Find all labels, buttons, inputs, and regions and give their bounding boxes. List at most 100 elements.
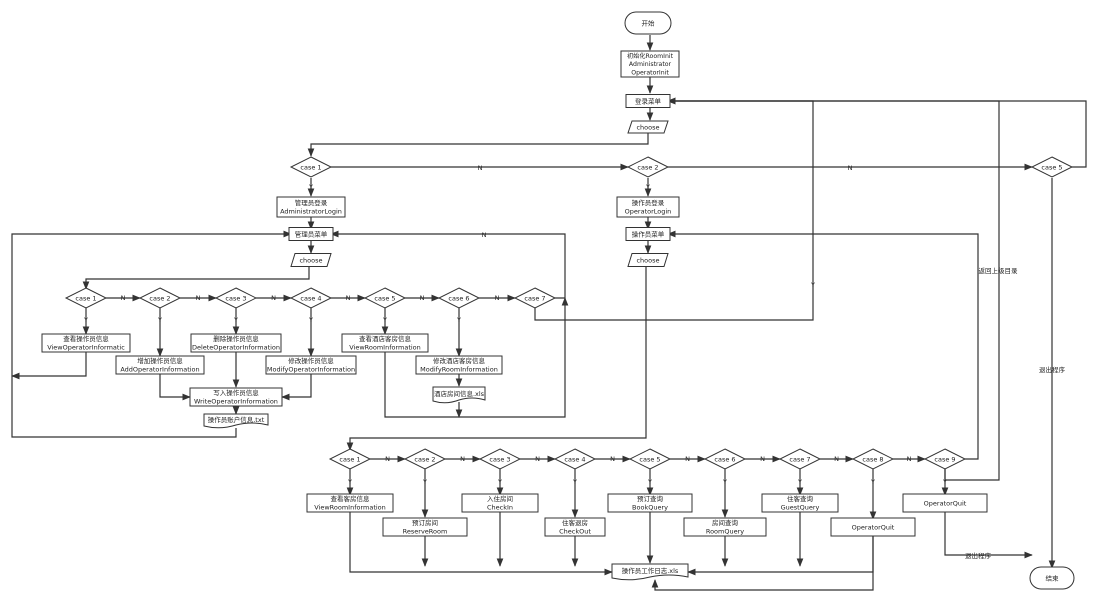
account-file-node-label: 操作员账户信息.txt (208, 415, 265, 424)
main-case1-label: case 1 (300, 163, 321, 171)
room-file-node-document (432, 386, 486, 404)
guest-query-node-box (761, 493, 839, 513)
choose-operator-node-io (627, 253, 669, 267)
start-node-label: 开始 (642, 18, 656, 27)
op-case3-label: case 3 (489, 455, 510, 463)
edge-viewop-back (11, 352, 87, 380)
operator-menu-node-box (625, 227, 671, 241)
start-node-box (624, 11, 672, 35)
admin-menu-node-box (288, 227, 334, 241)
edge-viewroom-back (384, 297, 569, 418)
label-admin-no-3: N (271, 294, 276, 302)
label-op-no-4: N (610, 455, 615, 463)
admin-login-node-box (276, 196, 346, 218)
label-admin-yes-6: Y (456, 316, 461, 324)
admin-case6-label: case 6 (448, 294, 469, 302)
op-case2-diamond (403, 448, 447, 470)
label-admin-no-5: N (420, 294, 425, 302)
label-op-no-5: N (685, 455, 690, 463)
admin-case5-label: case 5 (374, 294, 395, 302)
admin-case4-diamond (289, 287, 333, 309)
reserve-room-node-box (382, 517, 468, 537)
op-case6-diamond (703, 448, 747, 470)
label-op-no-1: N (385, 455, 390, 463)
view-room-op-node-box (306, 493, 394, 513)
label-main-yes-2: Y (645, 183, 650, 191)
admin-case3-label: case 3 (225, 294, 246, 302)
operator-quit-9-node-box (902, 493, 988, 513)
label-op-yes-6: Y (722, 478, 727, 486)
label-admin-no-4: N (346, 294, 351, 302)
modify-room-node-box (415, 355, 503, 375)
account-file-node-document (203, 413, 269, 429)
check-out-node-box (544, 517, 606, 537)
admin-case1-label: case 1 (75, 294, 96, 302)
label-op-yes-4: Y (572, 478, 577, 486)
edge-quit8-log (651, 536, 874, 591)
admin-menu-node-label: 管理员菜单 (295, 229, 328, 238)
end-node-label: 结束 (1046, 573, 1060, 582)
edge-viewroom-log (349, 512, 613, 576)
view-room-admin-node-box (341, 333, 429, 353)
edge-admin-case7-back (330, 230, 566, 299)
choose-main-node-io (627, 120, 669, 134)
label-op-no-6: N (760, 455, 765, 463)
admin-case2-label: case 2 (149, 294, 170, 302)
log-file-node-label: 操作员工作日志.xls (622, 566, 679, 575)
label-admin-no-1: N (121, 294, 126, 302)
operator-quit-9-node-label: OperatorQuit (924, 499, 967, 507)
choose-admin-node-label: choose (299, 256, 322, 264)
label-op-no-8: N (907, 455, 912, 463)
admin-case5-diamond (363, 287, 407, 309)
operator-menu-node-label: 操作员菜单 (632, 229, 665, 238)
main-case1-diamond (289, 156, 333, 178)
operator-quit-8-node-label: OperatorQuit (852, 523, 895, 531)
delete-operator-node-box (190, 333, 282, 353)
label-main-yes-1: Y (308, 183, 313, 191)
edge-admin-choose-case1 (82, 267, 310, 290)
admin-case4-label: case 4 (300, 294, 321, 302)
label-admin-yes-2: Y (157, 316, 162, 324)
edge-file-adminmenu (11, 230, 292, 438)
login-menu-node-label: 登录菜单 (635, 96, 662, 105)
room-query-node-box (683, 517, 767, 537)
login-menu-node-box (625, 94, 671, 108)
label-op-yes-8: Y (870, 478, 875, 486)
label-admin-no-2: N (196, 294, 201, 302)
label-main-no-2: N (848, 164, 853, 172)
edge-quit9-end (944, 512, 1033, 559)
op-case9-diamond (923, 448, 967, 470)
main-case5-diamond (1030, 156, 1074, 178)
label-admin-yes-3: Y (233, 316, 238, 324)
label-exit-program-1: 退出程序 (1039, 365, 1066, 374)
view-operator-node-box (41, 333, 131, 353)
op-case7-label: case 7 (789, 455, 810, 463)
edge-op-choose-case1 (346, 267, 647, 451)
operator-login-node-box (616, 196, 680, 218)
edge-op-case9-loginmenu (667, 97, 1000, 481)
op-case1-diamond (328, 448, 372, 470)
book-query-node-box (607, 493, 693, 513)
label-admin-no-6: N (495, 294, 500, 302)
op-case1-label: case 1 (339, 455, 360, 463)
label-admin-yes-5: Y (382, 316, 387, 324)
label-admin-yes-1: Y (83, 316, 88, 324)
label-op-yes-2: Y (422, 478, 427, 486)
label-main-no-1: N (478, 164, 483, 172)
label-op-yes-5: Y (647, 478, 652, 486)
op-case8-diamond (851, 448, 895, 470)
